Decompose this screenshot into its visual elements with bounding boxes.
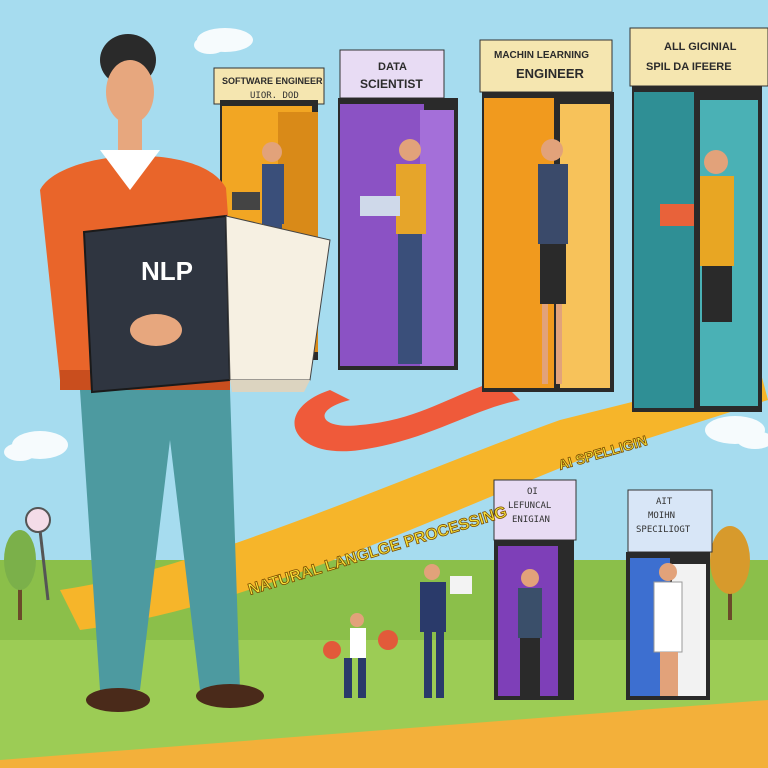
door-3-sign-line2: ENGINEER bbox=[516, 66, 585, 81]
door-5-sign-line3: ENIGIAN bbox=[512, 515, 550, 525]
door-5-sign-line2: LEFUNCAL bbox=[508, 501, 551, 511]
person-door-6 bbox=[653, 563, 683, 696]
gears bbox=[323, 630, 398, 659]
walking-person-2 bbox=[420, 564, 472, 698]
front-path bbox=[0, 700, 768, 768]
clouds bbox=[4, 28, 768, 461]
door-3-sign-line1: MACHIN LEARNING bbox=[494, 50, 589, 61]
door-6-sign-line2: MOIHN bbox=[648, 511, 675, 521]
people bbox=[232, 139, 734, 698]
door-4-sign-line2: SPIL DA IFEERE bbox=[646, 61, 732, 73]
main-path bbox=[60, 370, 768, 630]
person-door-3 bbox=[538, 139, 568, 384]
door-5-sign-line1: OI bbox=[527, 487, 538, 497]
door-2-sign-line2: SCIENTIST bbox=[360, 77, 423, 91]
book-title: NLP bbox=[141, 256, 193, 286]
door-6-sign-line1: AIT bbox=[656, 497, 673, 507]
signpost bbox=[25, 507, 51, 601]
main-person bbox=[40, 34, 331, 712]
door-4 bbox=[629, 27, 768, 412]
door-6-sign-line3: SPECILIOGT bbox=[636, 525, 691, 535]
door-4-sign-line1: ALL GICINIAL bbox=[664, 41, 737, 53]
person-door-4 bbox=[660, 150, 734, 322]
door-2-sign-line1: DATA bbox=[378, 61, 407, 73]
person-door-2 bbox=[360, 139, 426, 364]
person-door-5 bbox=[518, 569, 542, 698]
walking-person-1 bbox=[344, 613, 366, 698]
door-1-sign-line1: SOFTWARE ENGINEER bbox=[222, 76, 323, 86]
red-path bbox=[294, 380, 520, 452]
door-1-sign-line2: UIOR. DOD bbox=[250, 91, 299, 101]
